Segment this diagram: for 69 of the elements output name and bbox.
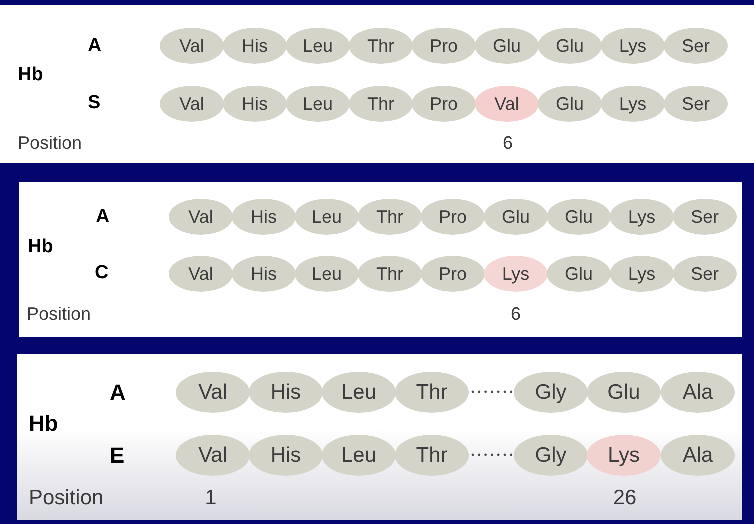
amino-acid-ellipse: Leu [322, 434, 396, 476]
amino-acid-ellipse: Pro [412, 86, 476, 122]
row-label: C [95, 264, 109, 282]
amino-acid-ellipse: Thr [358, 256, 422, 292]
amino-acid-ellipse: Val [160, 86, 224, 122]
amino-acid-ellipse: Val [475, 86, 539, 122]
amino-acid-ellipse: Lys [587, 434, 661, 476]
amino-acid-ellipse: Gly [514, 372, 588, 412]
amino-acid-ellipse: Glu [547, 256, 611, 292]
panel [17, 354, 742, 520]
panel [19, 182, 742, 337]
amino-acid-ellipse: Val [160, 28, 224, 64]
amino-acid-ellipse: His [223, 28, 287, 64]
amino-acid-ellipse: Ser [673, 199, 737, 235]
amino-acid-ellipse: Glu [587, 372, 661, 412]
amino-acid-ellipse: Leu [286, 86, 350, 122]
amino-acid-ellipse: Leu [295, 199, 359, 235]
amino-acid-ellipse: Pro [421, 199, 485, 235]
amino-acid-ellipse: Leu [286, 28, 350, 64]
amino-acid-ellipse: Lys [610, 199, 674, 235]
amino-acid-ellipse: Thr [395, 372, 469, 412]
amino-acid-ellipse: Ser [673, 256, 737, 292]
amino-acid-ellipse: Lys [601, 86, 665, 122]
amino-acid-ellipse: Gly [514, 434, 588, 476]
amino-acid-ellipse: Lys [484, 256, 548, 292]
position-label: Position [27, 305, 92, 323]
amino-acid-ellipse: Val [176, 434, 250, 476]
amino-acid-ellipse: His [249, 434, 323, 476]
amino-acid-ellipse: Ser [664, 28, 728, 64]
amino-acid-ellipse: Lys [601, 28, 665, 64]
amino-acid-ellipse: Glu [475, 28, 539, 64]
amino-acid-ellipse: His [232, 199, 296, 235]
amino-acid-ellipse: Pro [421, 256, 485, 292]
amino-acid-ellipse: Val [169, 256, 233, 292]
row-label: A [96, 208, 110, 226]
amino-acid-ellipse: His [249, 372, 323, 412]
amino-acid-ellipse: His [232, 256, 296, 292]
position-label: Position [29, 488, 104, 508]
amino-acid-ellipse: Ser [664, 86, 728, 122]
amino-acid-ellipse: Val [176, 372, 250, 412]
amino-acid-ellipse: Leu [295, 256, 359, 292]
amino-acid-ellipse: Thr [349, 86, 413, 122]
position-number: 6 [503, 134, 513, 152]
hemoglobin-label: Hb [28, 238, 54, 256]
amino-acid-ellipse: Thr [395, 434, 469, 476]
amino-acid-ellipse: Ala [661, 372, 735, 412]
row-label: E [110, 445, 125, 467]
row-label: A [110, 382, 126, 404]
position-label: Position [18, 134, 82, 152]
amino-acid-ellipse: His [223, 86, 287, 122]
position-number: 6 [511, 305, 521, 323]
row-label: S [88, 94, 101, 112]
amino-acid-ellipse: Thr [358, 199, 422, 235]
position-number: 26 [613, 488, 637, 508]
panel [0, 5, 754, 163]
hemoglobin-label: Hb [18, 66, 44, 84]
amino-acid-ellipse: Glu [547, 199, 611, 235]
hemoglobin-label: Hb [29, 413, 58, 435]
amino-acid-ellipse: Pro [412, 28, 476, 64]
amino-acid-ellipse: Ala [661, 434, 735, 476]
amino-acid-ellipse: Glu [538, 28, 602, 64]
amino-acid-ellipse: Leu [322, 372, 396, 412]
amino-acid-ellipse: Glu [538, 86, 602, 122]
amino-acid-ellipse: Lys [610, 256, 674, 292]
amino-acid-ellipse: Glu [484, 199, 548, 235]
row-label: A [88, 36, 102, 56]
position-number: 1 [205, 488, 217, 508]
amino-acid-ellipse: Thr [349, 28, 413, 64]
amino-acid-ellipse: Val [169, 199, 233, 235]
